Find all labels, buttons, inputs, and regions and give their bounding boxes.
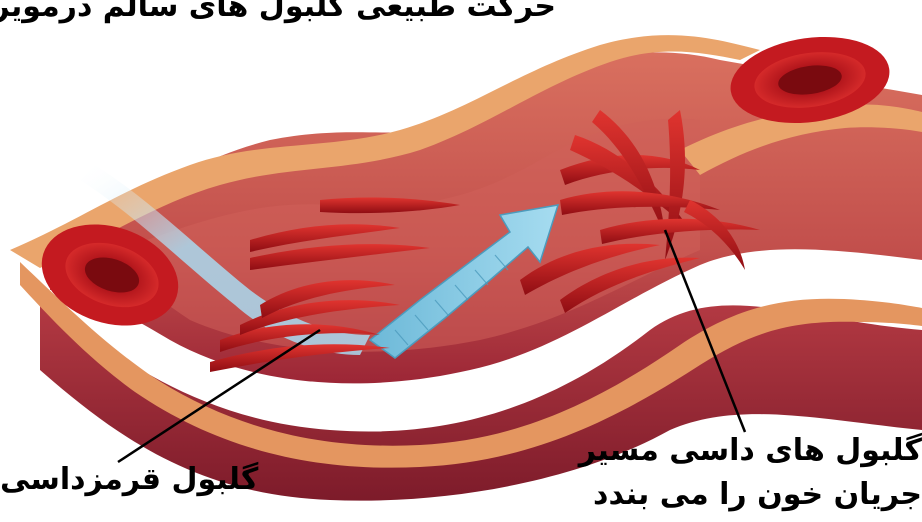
label-sickle-cells-line1: گلبول های داسی مسیر [579,436,922,466]
label-sickle-cells-line2: جریان خون را می بندد [593,480,922,510]
label-red-cell: گلبول قرمزداسی [0,465,258,495]
diagram-title: حرکت طبیعی گلبول های سالم درمویرگ [0,0,556,22]
